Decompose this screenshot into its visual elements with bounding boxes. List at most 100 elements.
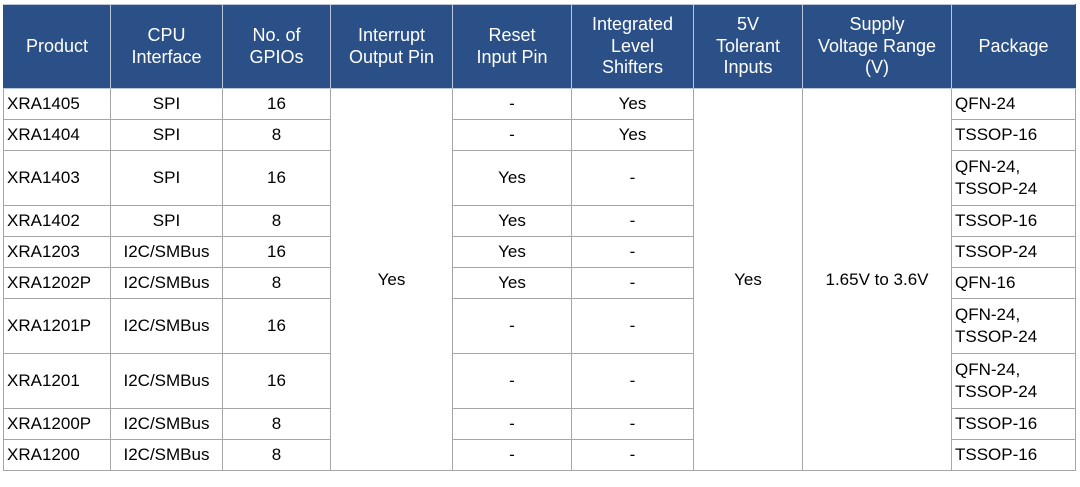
cell-no-of-gpios: 8	[222, 119, 331, 151]
cell-package: TSSOP-16	[951, 439, 1076, 471]
column-header-5v-tolerant-inputs-line3: Inputs	[723, 57, 773, 78]
cell-integrated-level-shifters: Yes	[571, 88, 694, 120]
cell-no-of-gpios: 16	[222, 236, 331, 268]
column-header-integrated-level-shifters-line1: Integrated	[591, 13, 674, 34]
cell-package-line1: QFN-24	[955, 94, 1016, 114]
cell-package: TSSOP-16	[951, 119, 1076, 151]
cell-package-line1: TSSOP-16	[955, 125, 1038, 145]
cell-cpu-interface: I2C/SMBus	[110, 439, 223, 471]
cell-product: XRA1202P	[3, 267, 111, 299]
cell-reset-input-pin: Yes	[452, 236, 572, 268]
cell-package: QFN-16	[951, 267, 1076, 299]
column-header-reset-input-pin: Reset Input Pin	[452, 4, 572, 89]
cell-reset-input-pin: -	[452, 298, 572, 354]
cell-package-line1: TSSOP-16	[955, 211, 1038, 231]
cell-reset-input-pin: Yes	[452, 150, 572, 206]
cell-integrated-level-shifters: -	[571, 353, 694, 409]
cell-package: QFN-24, TSSOP-24	[951, 298, 1076, 354]
column-header-5v-tolerant-inputs: 5V Tolerant Inputs	[693, 4, 803, 89]
cell-product: XRA1203	[3, 236, 111, 268]
cell-cpu-interface: SPI	[110, 150, 223, 206]
cell-reset-input-pin: -	[452, 439, 572, 471]
header-row: Product CPU Interface No. of GPIOs Inter…	[3, 4, 1076, 89]
column-header-reset-input-pin-line1: Reset	[488, 24, 536, 45]
cell-integrated-level-shifters: -	[571, 205, 694, 237]
column-header-package: Package	[951, 4, 1076, 89]
column-header-supply-voltage-range-line1: Supply	[849, 13, 905, 34]
cell-cpu-interface: I2C/SMBus	[110, 353, 223, 409]
table-header: Product CPU Interface No. of GPIOs Inter…	[3, 4, 1076, 89]
cell-package: TSSOP-24	[951, 236, 1076, 268]
cell-no-of-gpios: 16	[222, 150, 331, 206]
cell-no-of-gpios: 16	[222, 298, 331, 354]
cell-product: XRA1200P	[3, 408, 111, 440]
cell-package: QFN-24	[951, 88, 1076, 120]
cell-package-line2: TSSOP-24	[955, 179, 1038, 198]
cell-reset-input-pin: -	[452, 119, 572, 151]
product-selector-table: Product CPU Interface No. of GPIOs Inter…	[3, 4, 1076, 471]
cell-product: XRA1405	[3, 88, 111, 120]
cell-cpu-interface: SPI	[110, 205, 223, 237]
cell-package-line1: QFN-24,	[955, 157, 1021, 177]
cell-reset-input-pin: -	[452, 88, 572, 120]
cell-package-line1: QFN-16	[955, 273, 1016, 293]
cell-package-line1: TSSOP-16	[955, 414, 1038, 434]
column-header-5v-tolerant-inputs-line2: Tolerant	[715, 35, 781, 56]
cell-package-line1: QFN-24,	[955, 305, 1021, 325]
cell-reset-input-pin: Yes	[452, 205, 572, 237]
cell-package-line2: TSSOP-24	[955, 327, 1038, 346]
cell-integrated-level-shifters: -	[571, 236, 694, 268]
cell-product: XRA1404	[3, 119, 111, 151]
cell-package: TSSOP-16	[951, 205, 1076, 237]
cell-integrated-level-shifters: Yes	[571, 119, 694, 151]
cell-reset-input-pin: Yes	[452, 267, 572, 299]
column-header-interrupt-output-pin: Interrupt Output Pin	[330, 4, 453, 89]
cell-integrated-level-shifters: -	[571, 408, 694, 440]
cell-cpu-interface: SPI	[110, 88, 223, 120]
column-header-supply-voltage-range-line2: Voltage Range	[817, 35, 937, 56]
cell-no-of-gpios: 8	[222, 205, 331, 237]
cell-package-line1: TSSOP-24	[955, 242, 1038, 262]
cell-package: QFN-24, TSSOP-24	[951, 150, 1076, 206]
cell-supply-voltage-range-merged: 1.65V to 3.6V	[802, 88, 952, 471]
cell-no-of-gpios: 8	[222, 267, 331, 299]
column-header-no-of-gpios: No. of GPIOs	[222, 4, 331, 89]
cell-product: XRA1200	[3, 439, 111, 471]
column-header-cpu-interface: CPU Interface	[110, 4, 223, 89]
cell-package-line1: TSSOP-16	[955, 445, 1038, 465]
cell-integrated-level-shifters: -	[571, 267, 694, 299]
column-header-cpu-interface-line1: CPU	[147, 24, 186, 45]
cell-integrated-level-shifters: -	[571, 439, 694, 471]
column-header-supply-voltage-range: Supply Voltage Range (V)	[802, 4, 952, 89]
cell-integrated-level-shifters: -	[571, 150, 694, 206]
column-header-interrupt-output-pin-line1: Interrupt	[357, 24, 426, 45]
cell-package: QFN-24, TSSOP-24	[951, 353, 1076, 409]
cell-package-line1: QFN-24,	[955, 360, 1021, 380]
cell-product: XRA1403	[3, 150, 111, 206]
cell-cpu-interface: I2C/SMBus	[110, 408, 223, 440]
cell-product: XRA1201	[3, 353, 111, 409]
cell-cpu-interface: I2C/SMBus	[110, 267, 223, 299]
cell-package: TSSOP-16	[951, 408, 1076, 440]
column-header-cpu-interface-line2: Interface	[131, 46, 202, 67]
cell-no-of-gpios: 16	[222, 88, 331, 120]
cell-interrupt-output-pin-merged: Yes	[330, 88, 453, 471]
column-header-integrated-level-shifters: Integrated Level Shifters	[571, 4, 694, 89]
cell-package-line2: TSSOP-24	[955, 382, 1038, 401]
column-header-no-of-gpios-line2: GPIOs	[249, 46, 304, 67]
column-header-integrated-level-shifters-line3: Shifters	[601, 57, 664, 78]
column-header-package-label: Package	[978, 35, 1049, 56]
column-header-supply-voltage-range-line3: (V)	[865, 57, 889, 78]
cell-reset-input-pin: -	[452, 408, 572, 440]
product-selector-table-container: Product CPU Interface No. of GPIOs Inter…	[3, 4, 1076, 471]
column-header-no-of-gpios-line1: No. of	[252, 24, 301, 45]
cell-5v-tolerant-inputs-merged: Yes	[693, 88, 803, 471]
cell-no-of-gpios: 16	[222, 353, 331, 409]
